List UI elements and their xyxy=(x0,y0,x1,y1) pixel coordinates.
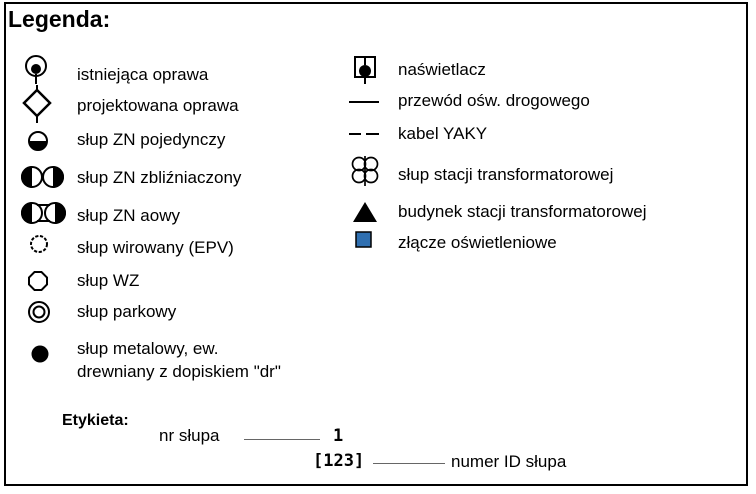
pole-number-caption: nr słupa xyxy=(159,426,220,445)
legend-label-transformer-pole: słup stacji transformatorowej xyxy=(398,165,614,184)
transformer-pole-icon xyxy=(351,156,379,186)
lighting-connector-icon xyxy=(355,231,372,248)
legend-label-planned-fixture: projektowana oprawa xyxy=(77,96,239,115)
legend-label-pole-zn-single: słup ZN pojedynczy xyxy=(77,130,226,149)
legend-label-pole-zn-a: słup ZN aowy xyxy=(77,206,180,225)
legend-frame xyxy=(4,2,748,486)
pole-id-value: [123] xyxy=(313,451,365,471)
pole-zn-twin-icon xyxy=(21,166,64,188)
legend-label-transformer-building: budynek stacji transformatorowej xyxy=(398,202,647,221)
legend-label-lighting-connector: złącze oświetleniowe xyxy=(398,233,557,252)
legend-label-pole-wz: słup WZ xyxy=(77,271,140,290)
metal-pole-icon xyxy=(31,345,49,363)
legend-title: Legenda: xyxy=(8,6,111,32)
spun-pole-icon xyxy=(30,235,48,253)
pole-number-value: 1 xyxy=(333,426,344,446)
legend-label-floodlight: naświetlacz xyxy=(398,60,486,79)
legend-label-existing-fixture: istniejąca oprawa xyxy=(77,65,209,84)
legend-label-dashed-line: kabel YAKY xyxy=(398,124,488,143)
pole-zn-a-icon xyxy=(21,202,66,224)
legend-label-park-pole: słup parkowy xyxy=(77,302,177,321)
transformer-building-icon xyxy=(353,202,377,222)
park-pole-icon xyxy=(28,301,50,323)
planned-fixture-icon xyxy=(22,85,52,123)
pole-number-leader-line xyxy=(244,439,320,440)
pole-wz-icon xyxy=(28,271,48,291)
floodlight-icon xyxy=(354,56,376,84)
pole-zn-single-icon xyxy=(28,131,48,151)
legend-label-solid-line: przewód ośw. drogowego xyxy=(398,91,590,110)
legend-label-metal-pole: słup metalowy, ew. xyxy=(77,339,219,358)
pole-id-leader-line xyxy=(373,463,445,464)
solid-line-icon xyxy=(349,101,379,103)
dashed-line-icon xyxy=(349,133,379,135)
pole-id-caption: numer ID słupa xyxy=(451,452,567,471)
legend-label-spun-pole: słup wirowany (EPV) xyxy=(77,238,234,257)
legend-label-metal-pole-line2: drewniany z dopiskiem "dr" xyxy=(77,362,281,381)
legend-label-pole-zn-twin: słup ZN zbliźniaczony xyxy=(77,168,242,187)
label-example-title: Etykieta: xyxy=(62,412,129,429)
existing-fixture-icon xyxy=(25,55,47,84)
